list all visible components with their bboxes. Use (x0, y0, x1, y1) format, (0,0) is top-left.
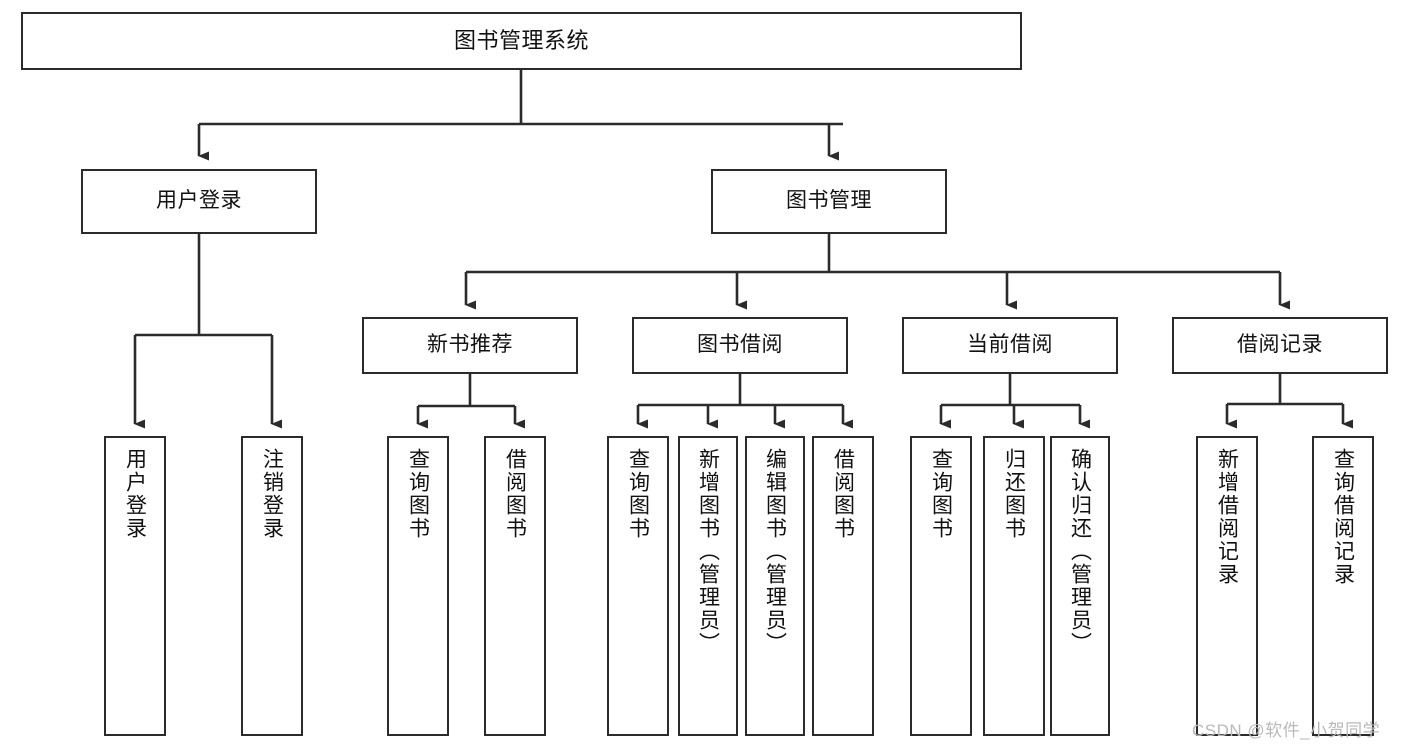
node-root-label: 图书管理系统 (453, 28, 589, 54)
node-leaf-add-book-label: 新增图书（管理员） (696, 448, 720, 655)
node-leaf-logout-login-label: 注销登录 (260, 448, 284, 540)
node-leaf-user-login-label: 用户登录 (123, 448, 147, 540)
node-leaf-return-book[interactable]: 归还图书 (983, 436, 1045, 736)
node-leaf-logout-login[interactable]: 注销登录 (241, 436, 303, 736)
node-leaf-borrow-book[interactable]: 借阅图书 (812, 436, 874, 736)
node-leaf-query-book-current[interactable]: 查询图书 (910, 436, 972, 736)
node-new-book-recommend-label: 新书推荐 (427, 333, 513, 357)
node-leaf-query-borrow-record[interactable]: 查询借阅记录 (1312, 436, 1374, 736)
node-leaf-confirm-return-label: 确认归还（管理员） (1068, 448, 1092, 655)
node-user-login[interactable]: 用户登录 (81, 169, 317, 234)
node-leaf-user-login[interactable]: 用户登录 (104, 436, 166, 736)
node-leaf-query-book-rec[interactable]: 查询图书 (387, 436, 449, 736)
node-book-borrow[interactable]: 图书借阅 (632, 317, 848, 374)
node-leaf-query-book-borrow-label: 查询图书 (626, 448, 650, 540)
node-root[interactable]: 图书管理系统 (21, 12, 1022, 70)
node-book-management[interactable]: 图书管理 (711, 169, 947, 234)
node-leaf-add-borrow-record-label: 新增借阅记录 (1215, 448, 1239, 586)
node-leaf-query-book-current-label: 查询图书 (929, 448, 953, 540)
node-leaf-query-borrow-record-label: 查询借阅记录 (1331, 448, 1355, 586)
node-new-book-recommend[interactable]: 新书推荐 (362, 317, 578, 374)
node-leaf-edit-book-label: 编辑图书（管理员） (763, 448, 787, 655)
node-user-login-label: 用户登录 (156, 189, 242, 213)
node-leaf-add-borrow-record[interactable]: 新增借阅记录 (1196, 436, 1258, 736)
node-leaf-query-book-rec-label: 查询图书 (406, 448, 430, 540)
node-leaf-borrow-book-rec-label: 借阅图书 (503, 448, 527, 540)
node-leaf-add-book[interactable]: 新增图书（管理员） (678, 436, 738, 736)
node-leaf-borrow-book-rec[interactable]: 借阅图书 (484, 436, 546, 736)
node-leaf-edit-book[interactable]: 编辑图书（管理员） (745, 436, 805, 736)
node-current-borrow-label: 当前借阅 (967, 333, 1053, 357)
node-leaf-borrow-book-label: 借阅图书 (831, 448, 855, 540)
node-current-borrow[interactable]: 当前借阅 (902, 317, 1118, 374)
node-borrow-record-label: 借阅记录 (1237, 333, 1323, 357)
node-leaf-confirm-return[interactable]: 确认归还（管理员） (1050, 436, 1110, 736)
node-leaf-return-book-label: 归还图书 (1002, 448, 1026, 540)
node-book-management-label: 图书管理 (786, 189, 872, 213)
csdn-watermark: CSDN @软件_小贺同学 (1192, 721, 1381, 740)
node-leaf-query-book-borrow[interactable]: 查询图书 (607, 436, 669, 736)
node-borrow-record[interactable]: 借阅记录 (1172, 317, 1388, 374)
node-book-borrow-label: 图书借阅 (697, 333, 783, 357)
